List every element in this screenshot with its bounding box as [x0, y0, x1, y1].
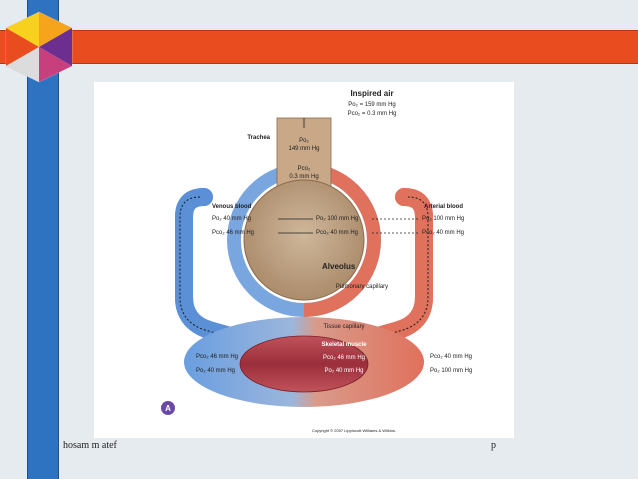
trachea-po2-value: 149 mm Hg — [288, 146, 319, 152]
inspired-po2: Po₂ = 159 mm Hg — [348, 102, 396, 108]
alveolus-label: Alveolus — [322, 262, 356, 271]
author-footer: hosam m atef — [63, 440, 117, 451]
trachea-pco2-value: 0.3 mm Hg — [289, 174, 318, 180]
trachea-po2: Po₂ — [299, 138, 309, 144]
header-band — [0, 30, 638, 64]
alveolus — [243, 179, 365, 301]
panel-letter: A — [165, 404, 171, 413]
inspired-pco2: Pco₂ = 0.3 mm Hg — [348, 111, 397, 117]
slide-image: Inspired air Po₂ = 159 mm Hg Pco₂ = 0.3 … — [94, 82, 514, 438]
inspired-air-title: Inspired air — [350, 89, 393, 98]
arterial-label: Arterial blood — [424, 204, 463, 210]
muscle-label: Skeletal muscle — [321, 342, 367, 348]
venous-pco2: Pco₂ 46 mm Hg — [212, 230, 254, 236]
alveolus-po2: Po₂ 100 mm Hg — [316, 216, 358, 222]
page-footer: p — [491, 440, 496, 451]
arterial-pco2: Pco₂ 40 mm Hg — [422, 230, 464, 236]
panel-badge — [161, 401, 175, 415]
trachea-pco2: Pco₂ — [298, 166, 311, 172]
tissue-right-pco2: Pco₂ 40 mm Hg — [430, 354, 472, 360]
trachea-label: Trachea — [247, 135, 270, 141]
copyright: Copyright © 2007 Lippincott Williams & W… — [312, 428, 396, 433]
skeletal-muscle — [239, 335, 369, 393]
tissue-capillary-label: Tissue capillary — [323, 324, 364, 330]
muscle-po2: Po₂ 40 mm Hg — [324, 368, 363, 374]
pulmonary-capillary-label: Pulmonary capillary — [336, 284, 388, 290]
arterial-po2: Po₂ 100 mm Hg — [422, 216, 464, 222]
gas-exchange-diagram: Inspired air Po₂ = 159 mm Hg Pco₂ = 0.3 … — [161, 89, 472, 433]
tissue-left-pco2: Pco₂ 46 mm Hg — [196, 354, 238, 360]
venous-label: Venous blood — [212, 204, 252, 210]
muscle-pco2: Pco₂ 46 mm Hg — [323, 355, 365, 361]
tissue-right-po2: Po₂ 100 mm Hg — [430, 368, 472, 374]
venous-po2: Po₂ 40 mm Hg — [212, 216, 251, 222]
logo-icon — [5, 11, 73, 83]
alveolus-pco2: Pco₂ 40 mm Hg — [316, 230, 358, 236]
trachea — [276, 117, 332, 189]
tissue-left-po2: Po₂ 40 mm Hg — [196, 368, 235, 374]
